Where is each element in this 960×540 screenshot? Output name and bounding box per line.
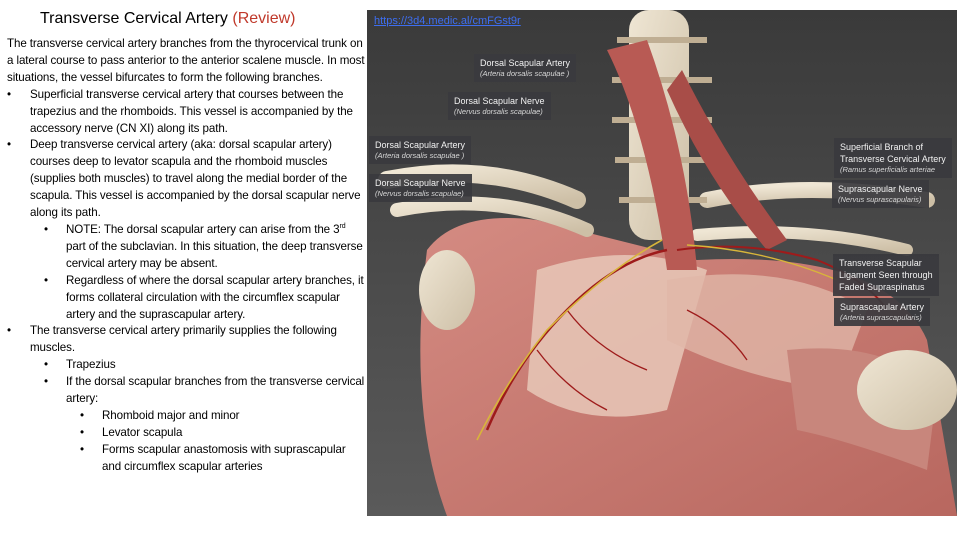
anatomy-figure: Dorsal Scapular Artery (Arteria dorsalis… (367, 10, 957, 516)
bullet-superficial: Superficial transverse cervical artery t… (7, 87, 365, 138)
intro-paragraph: The transverse cervical artery branches … (7, 37, 365, 84)
label-line-3: Faded Supraspinatus (839, 282, 925, 292)
bullet-deep: Deep transverse cervical artery (aka: do… (7, 137, 365, 323)
label-superficial-branch: Superficial Branch of Transverse Cervica… (834, 138, 952, 178)
bullet-note: NOTE: The dorsal scapular artery can ari… (30, 222, 365, 273)
bullet-anastomosis: Forms scapular anastomosis with suprasca… (66, 442, 365, 476)
label-line-1: Transverse Scapular (839, 258, 922, 268)
anatomy-illustration (367, 10, 957, 516)
bullet-regardless: Regardless of where the dorsal scapular … (30, 273, 365, 324)
bullet-list: Superficial transverse cervical artery t… (7, 87, 365, 476)
label-name: Suprascapular Artery (840, 302, 925, 312)
label-suprascapular-artery: Suprascapular Artery (Arteria suprascapu… (834, 298, 931, 326)
label-transverse-scapular-ligament: Transverse Scapular Ligament Seen throug… (833, 254, 939, 296)
bullet-levator: Levator scapula (66, 425, 365, 442)
label-latin: (Ramus superficialis arteriae (840, 165, 936, 174)
label-dorsal-scapular-nerve-left: Dorsal Scapular Nerve (Nervus dorsalis s… (369, 174, 472, 202)
label-name: Dorsal Scapular Artery (480, 58, 571, 68)
label-name: Dorsal Scapular Nerve (454, 96, 545, 106)
label-suprascapular-nerve: Suprascapular Nerve (Nervus suprascapula… (832, 180, 929, 208)
sub-bullet-list: NOTE: The dorsal scapular artery can ari… (30, 222, 365, 323)
label-dorsal-scapular-artery-top: Dorsal Scapular Artery (Arteria dorsalis… (474, 54, 577, 82)
label-dorsal-scapular-nerve-top: Dorsal Scapular Nerve (Nervus dorsalis s… (448, 92, 551, 120)
label-latin: (Nervus dorsalis scapulae) (454, 107, 543, 116)
label-line-1: Superficial Branch of (840, 142, 924, 152)
title-text: Transverse Cervical Artery (40, 10, 228, 27)
label-latin: (Arteria dorsalis scapulae ) (480, 69, 570, 78)
label-line-2: Ligament Seen through (839, 270, 933, 280)
dorsal-muscle-list: Rhomboid major and minor Levator scapula… (66, 408, 365, 476)
bullet-if-dorsal-text: If the dorsal scapular branches from the… (66, 375, 365, 406)
note-sup: rd (339, 223, 346, 231)
label-latin: (Arteria suprascapularis) (840, 313, 922, 322)
label-name: Dorsal Scapular Nerve (375, 178, 466, 188)
label-name: Dorsal Scapular Artery (375, 140, 466, 150)
label-line-2: Transverse Cervical Artery (840, 154, 946, 164)
bullet-supplies: The transverse cervical artery primarily… (7, 323, 365, 475)
label-name: Suprascapular Nerve (838, 184, 923, 194)
bullet-trapezius: Trapezius (30, 357, 365, 374)
body-text: The transverse cervical artery branches … (7, 36, 365, 476)
note-post: part of the subclavian. In this situatio… (66, 239, 363, 270)
bullet-rhomboid: Rhomboid major and minor (66, 408, 365, 425)
label-latin: (Nervus dorsalis scapulae) (375, 189, 464, 198)
label-latin: (Nervus suprascapularis) (838, 195, 922, 204)
bullet-deep-text: Deep transverse cervical artery (aka: do… (30, 138, 361, 220)
bullet-supplies-text: The transverse cervical artery primarily… (30, 324, 337, 355)
source-link[interactable]: https://3d4.medic.al/cmFGst9r (374, 15, 521, 27)
slide-title: Transverse Cervical Artery (Review) (40, 9, 295, 29)
label-latin: (Arteria dorsalis scapulae ) (375, 151, 465, 160)
note-pre: NOTE: The dorsal scapular artery can ari… (66, 222, 340, 236)
label-dorsal-scapular-artery-left: Dorsal Scapular Artery (Arteria dorsalis… (369, 136, 472, 164)
muscle-list: Trapezius If the dorsal scapular branche… (30, 357, 365, 475)
title-review-tag: (Review) (232, 10, 296, 27)
bullet-if-dorsal: If the dorsal scapular branches from the… (30, 374, 365, 475)
